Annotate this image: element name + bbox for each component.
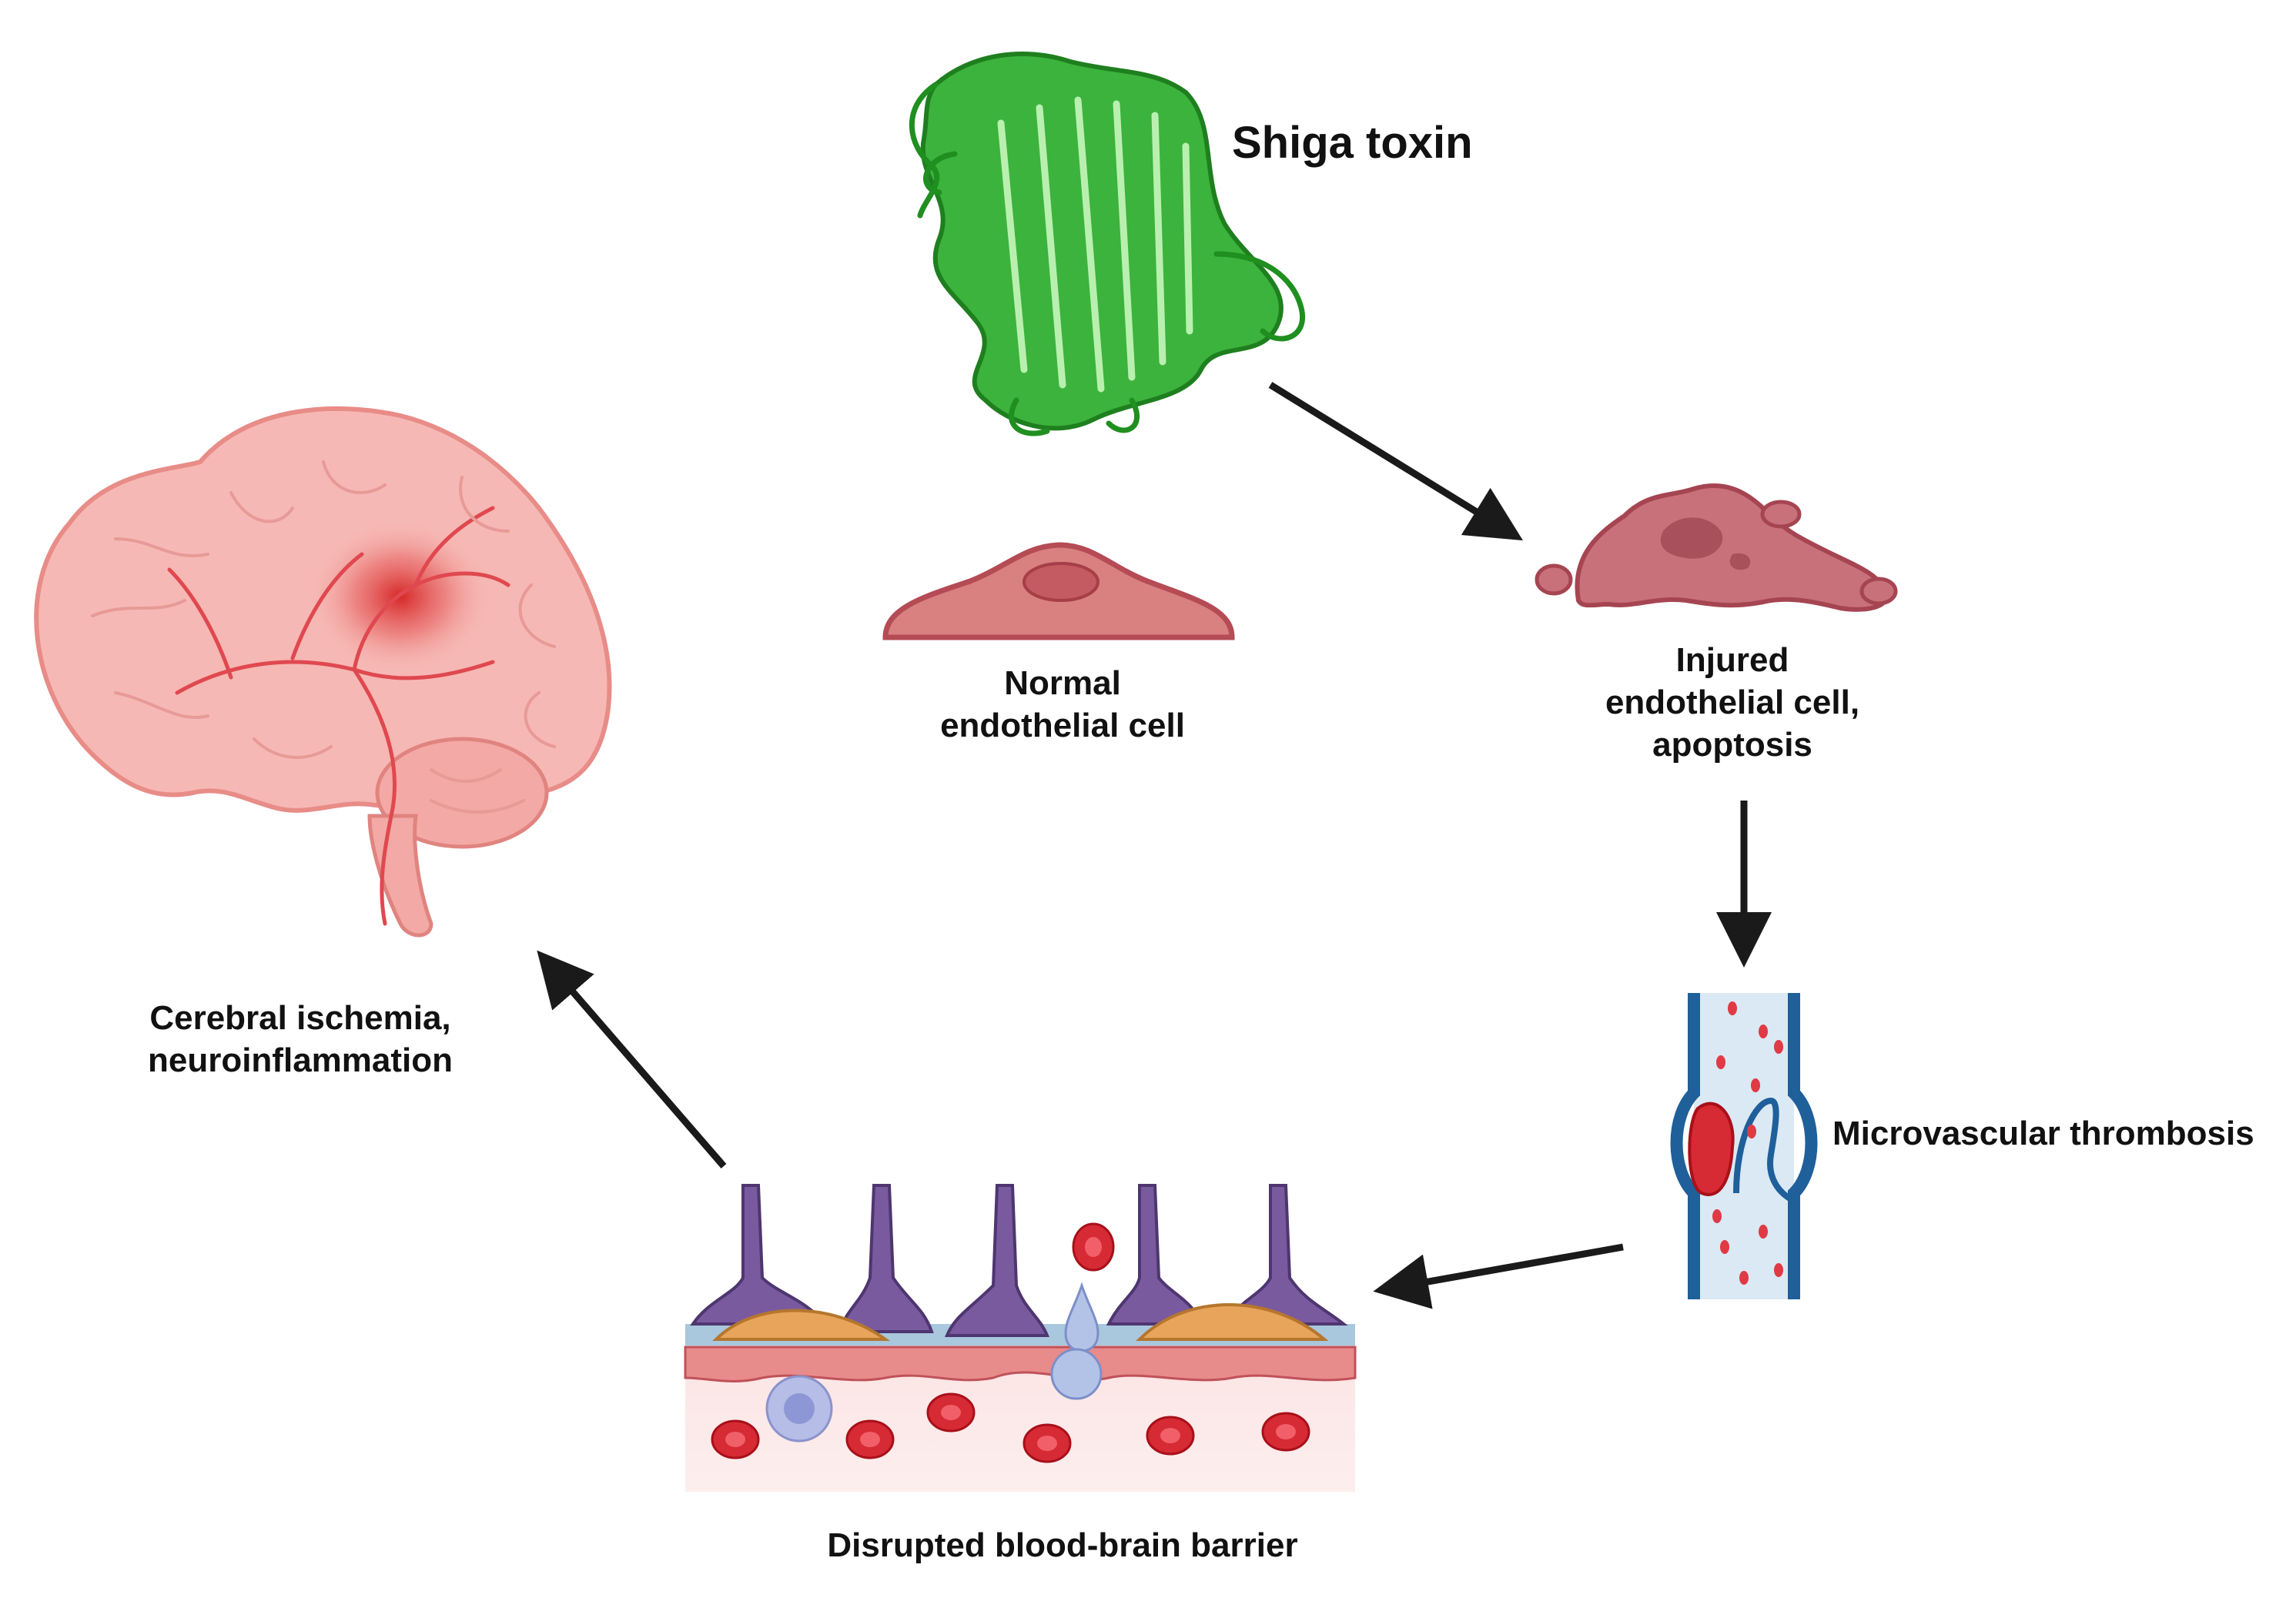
shiga-toxin-label: Shiga toxin	[1232, 118, 1473, 168]
normal-endothelial-cell	[882, 542, 1235, 640]
blood-vessel-thrombus	[1670, 993, 1818, 1299]
shiga-toxin-protein	[909, 52, 1306, 436]
injured-endothelial-cell	[1535, 483, 1898, 612]
normal-cell-label-line-1: Normal	[1004, 664, 1121, 702]
cerebral-label-line-1: Cerebral ischemia,	[149, 999, 451, 1037]
arrow-thrombosis-to-bbb	[1373, 1243, 1624, 1309]
arrow-toxin-to-injured	[1268, 382, 1523, 541]
thrombosis-label: Microvascular thrombosis	[1832, 1115, 2254, 1152]
cerebral-label: Cerebral ischemia, neuroinflammation	[92, 997, 508, 1081]
arrow-bbb-to-cerebral	[537, 950, 727, 1168]
normal-cell-label-line-2: endothelial cell	[940, 707, 1185, 744]
injured-cell-label-line-3: apoptosis	[1652, 726, 1812, 764]
injured-cell-label-line-1: Injured	[1675, 641, 1789, 679]
injured-cell-label: Injured endothelial cell, apoptosis	[1571, 639, 1894, 766]
cerebral-label-line-2: neuroinflammation	[147, 1041, 454, 1079]
blood-brain-barrier-section	[684, 1184, 1357, 1492]
brain-illustration	[34, 406, 612, 938]
injured-cell-label-line-2: endothelial cell,	[1605, 684, 1860, 721]
normal-cell-label: Normal endothelial cell	[893, 662, 1232, 747]
bbb-label: Disrupted blood-brain barrier	[827, 1526, 1298, 1564]
flow-arrows	[537, 382, 1772, 1309]
